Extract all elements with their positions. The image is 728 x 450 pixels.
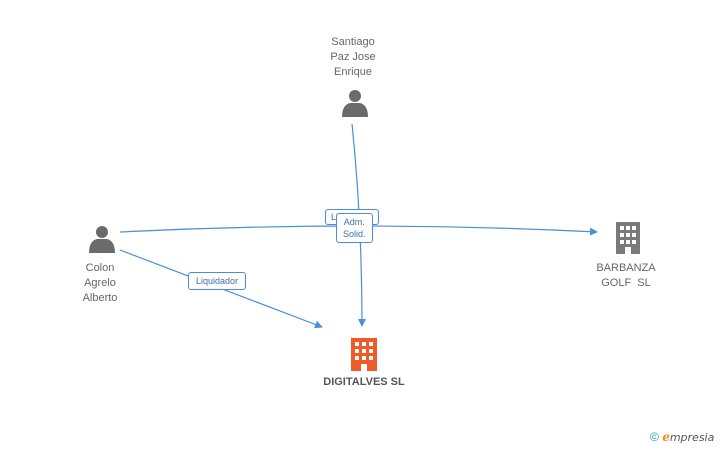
name-line: Colon <box>85 262 115 274</box>
name-line: Santiago <box>331 36 375 48</box>
edge-label-liquidador: Liquidador <box>188 272 247 290</box>
edge-label-adm-solid: Adm. Solid. <box>336 213 373 243</box>
company-label-digitalves[interactable]: DIGITALVES SL <box>323 376 405 388</box>
name-line: Alberto <box>82 292 118 304</box>
copyright-icon: © <box>650 430 659 444</box>
person-label-colon[interactable]: Colon Agrelo Alberto <box>60 261 140 306</box>
person-icon[interactable] <box>342 90 368 117</box>
building-icon[interactable] <box>616 222 640 254</box>
company-label-barbanza[interactable]: BARBANZA GOLF SL <box>586 261 666 291</box>
name-line: Paz Jose <box>330 51 376 63</box>
empresia-logo: © empresia <box>650 430 714 444</box>
person-label-santiago[interactable]: Santiago Paz Jose Enrique <box>313 35 393 80</box>
building-icon[interactable] <box>351 338 377 371</box>
name-line: GOLF SL <box>601 277 651 289</box>
edge-label-line: Adm. <box>343 217 365 227</box>
brand-e: e <box>662 430 670 444</box>
name-line: Enrique <box>334 66 372 78</box>
edge-label-line: Solid. <box>343 229 366 239</box>
person-icon[interactable] <box>89 226 115 253</box>
name-line: Agrelo <box>84 277 116 289</box>
brand-name: mpresia <box>669 431 715 444</box>
name-line: BARBANZA <box>596 262 656 274</box>
